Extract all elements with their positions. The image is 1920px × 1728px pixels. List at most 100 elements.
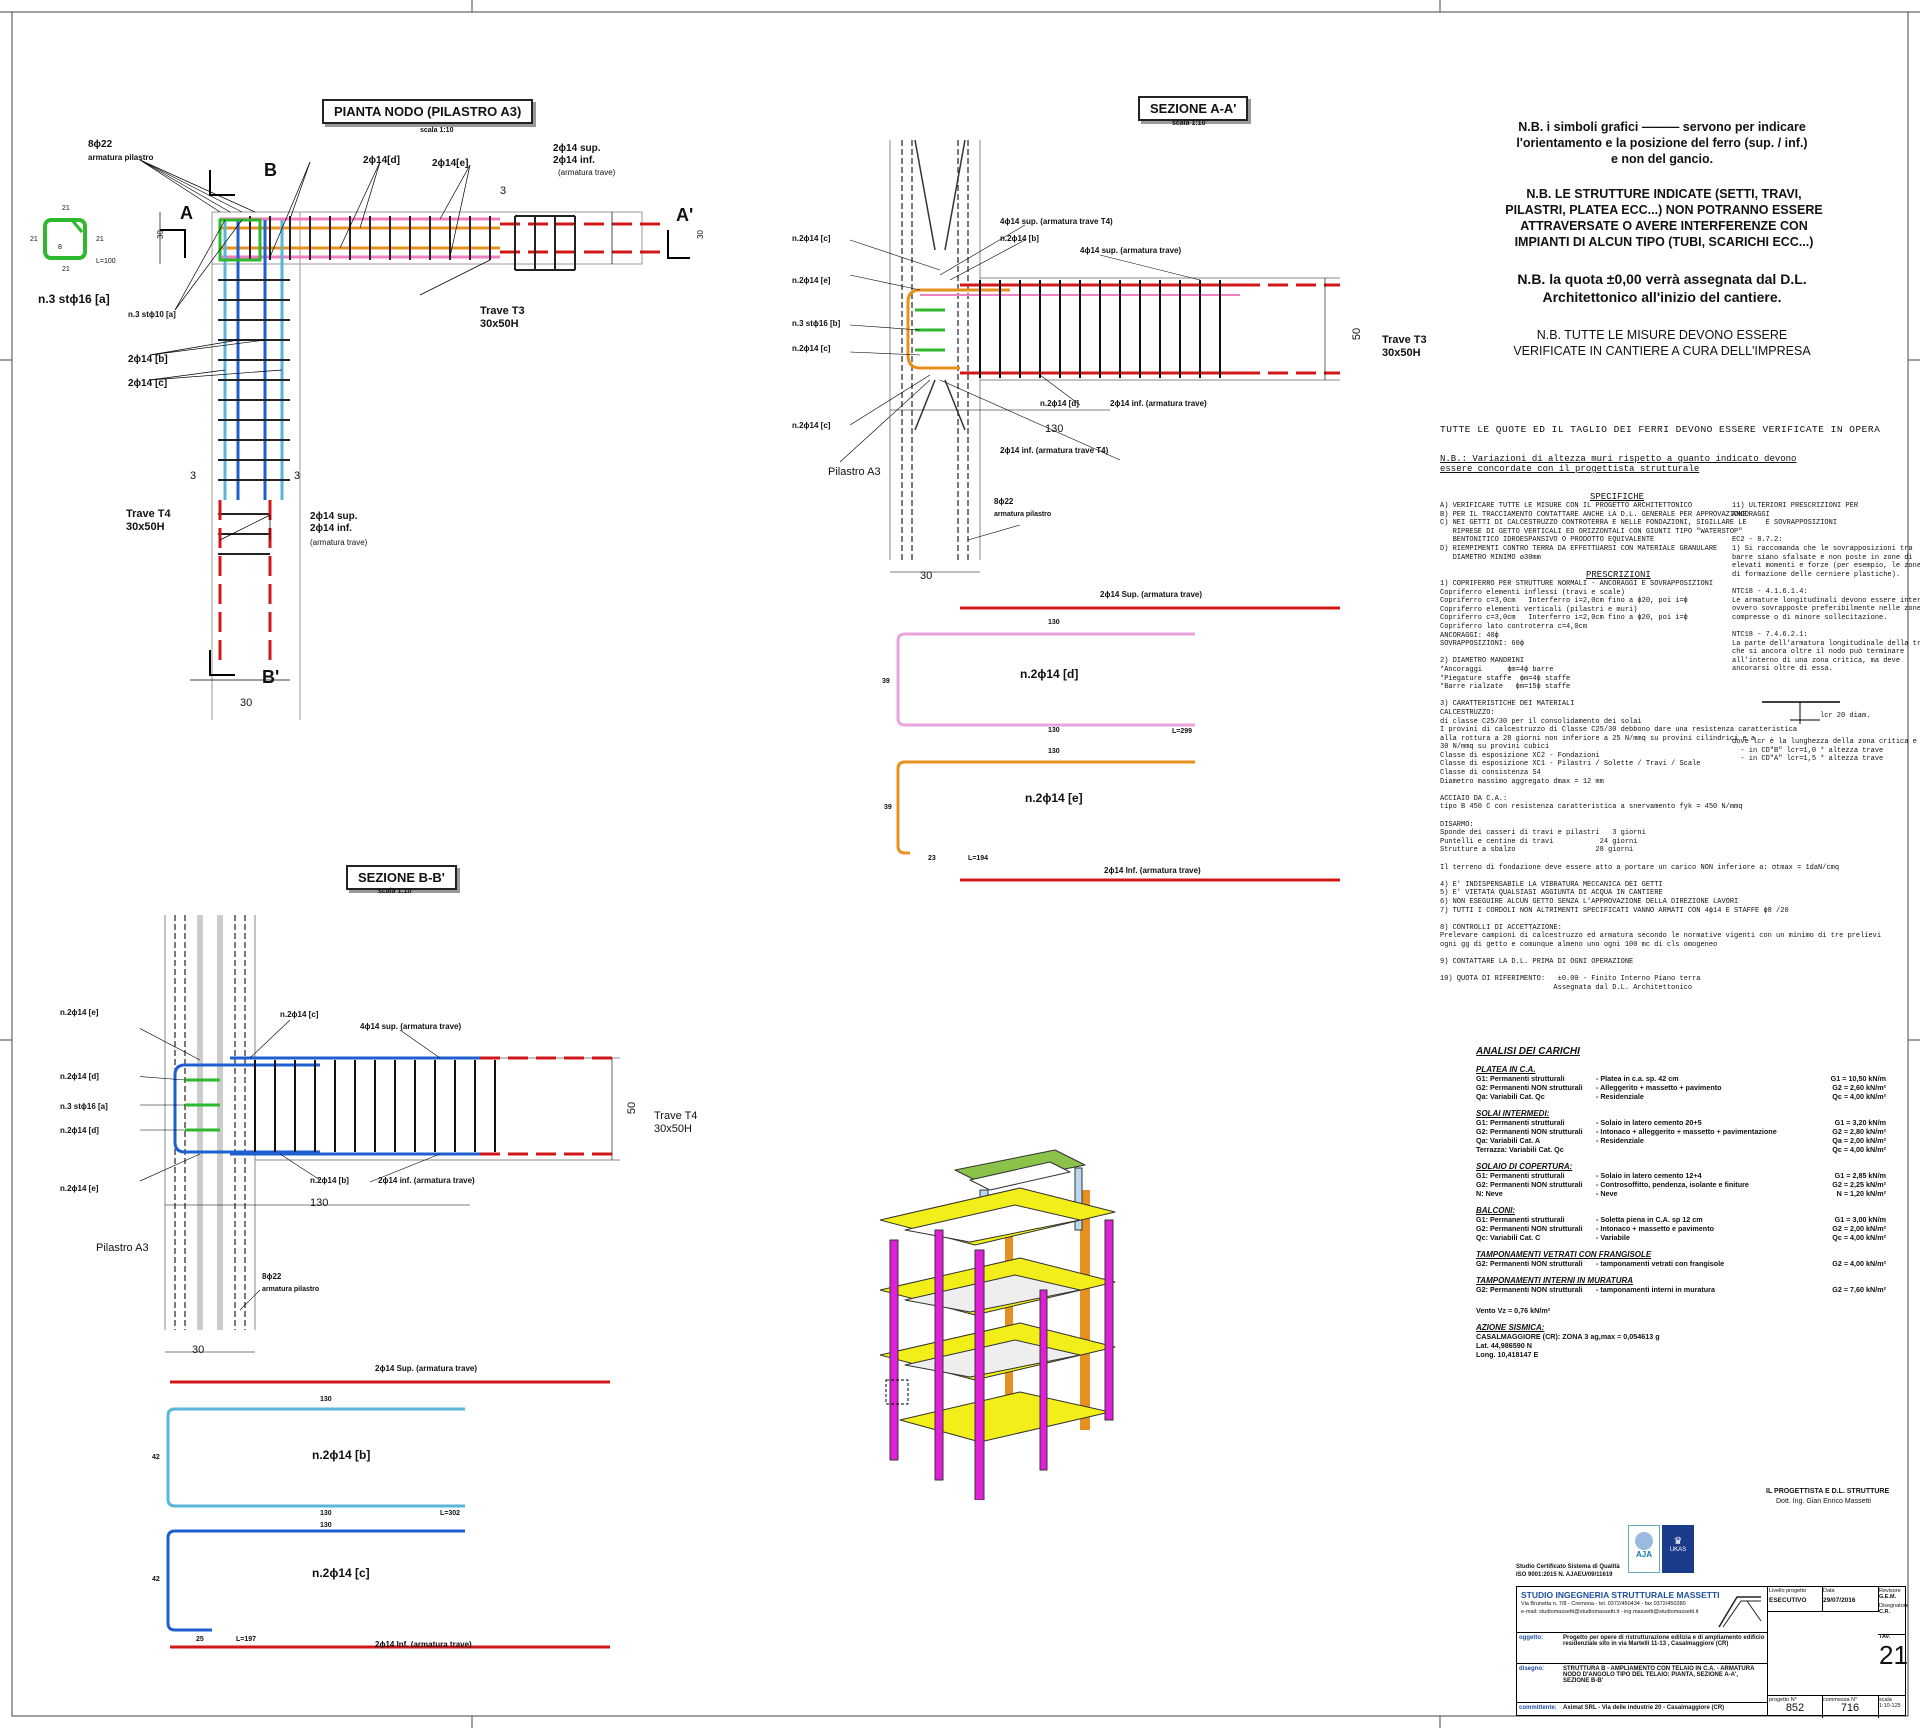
pianta-col-note: armatura pilastro: [88, 153, 154, 162]
pianta-b-mark: B: [264, 160, 277, 180]
pianta-dim3-top: 3: [500, 185, 507, 197]
sez-bb-drawing: [140, 915, 620, 1353]
loads-cell: - Intonaco + alleggerito + massetto + pa…: [1595, 1127, 1777, 1136]
loads-cell: - Alleggerito + massetto + pavimento: [1595, 1083, 1722, 1092]
stirrup-n-right: 21: [96, 236, 104, 243]
loads-section-heading: TAMPONAMENTI VETRATI CON FRANGISOLE: [1476, 1250, 1652, 1259]
aa-bar-d-130-top: 130: [1048, 619, 1060, 626]
aa-t4-sup: 4ϕ14 sup. (armatura trave T4): [1000, 217, 1113, 226]
loads-cell: G2 = 2,25 kN/m²: [1832, 1180, 1887, 1189]
aa-c1: n.2ϕ14 [c]: [792, 234, 831, 243]
pianta-a-mark: A: [180, 203, 193, 223]
tb-studio: STUDIO INGEGNERIA STRUTTURALE MASSETTI: [1521, 1590, 1720, 1600]
loads-cell: G2 = 2,00 kN/m²: [1832, 1224, 1887, 1233]
tb-email: e-mail: studiomassetti@studiomassetti.it…: [1521, 1609, 1699, 1615]
aa-col-note: armatura pilastro: [994, 511, 1052, 518]
bb-dim50: 50: [626, 1101, 639, 1115]
bb-bar-b-130-top: 130: [320, 1396, 332, 1403]
aa-dim130: 130: [1045, 423, 1064, 435]
loads-cell: - Intonaco + massetto e pavimento: [1595, 1224, 1714, 1233]
certif-line2: ISO 9001:2015 N. AJAEU/09/11619: [1516, 1572, 1613, 1578]
frame-3d-render: [880, 1149, 1116, 1500]
sez-aa-scale: scala 1:10: [1172, 120, 1206, 127]
tb-oggetto-h: oggetto:: [1519, 1635, 1543, 1641]
stirrup-n-left: 21: [30, 236, 38, 243]
loads-cell: - Solaio in latero cemento 12+4: [1595, 1171, 1702, 1180]
aa-trave: Trave T3: [1382, 334, 1427, 346]
certif-line1: Studio Certificato Sistema di Qualità: [1516, 1564, 1620, 1570]
aa-inf: 2ϕ14 inf. (armatura trave): [1110, 399, 1207, 408]
loads-cell: G2: Permanenti NON strutturali: [1476, 1259, 1583, 1268]
sez-aa-title: SEZIONE A-A': [1138, 96, 1249, 121]
aa-bar-d-130-bot: 130: [1048, 727, 1060, 734]
bb-t4-sup: 4ϕ14 sup. (armatura trave): [360, 1022, 462, 1031]
loads-title: ANALISI DEI CARICHI: [1476, 1046, 1580, 1057]
tb-disegnatore: C.R.: [1879, 1609, 1890, 1615]
loads-cell: G2 = 7,60 kN/m²: [1832, 1285, 1887, 1294]
pianta-t3-label: Trave T3: [480, 305, 525, 317]
loads-row: Terrazza: Variabili Cat. Qc Qc = 4,00 kN/…: [1476, 1145, 1886, 1154]
note-ulteriori: 11) ULTERIORI PRESCRIZIONI PER ANCORAGGI…: [1732, 502, 1920, 674]
loads-cell: G2 = 2,80 kN/m²: [1832, 1127, 1887, 1136]
aa-dim50: 50: [1351, 327, 1364, 341]
pianta-t4-sup: 2ϕ14 sup.: [310, 511, 358, 522]
tb-commessa: 716: [1840, 1702, 1860, 1714]
loads-cell: Terrazza: Variabili Cat. Qc: [1476, 1145, 1564, 1154]
loads-row: G1: Permanenti strutturali- Soletta pien…: [1476, 1215, 1886, 1224]
pianta-d-label: 2ϕ14[d]: [363, 155, 400, 166]
loads-cell: Qc = 4,00 kN/m²: [1832, 1145, 1887, 1154]
stirrup-n-bottom: 21: [62, 266, 70, 273]
lcr-detail: [1762, 701, 1840, 724]
pianta-a2-mark: A': [676, 205, 694, 225]
ukas-logo-text: UKAS: [1669, 1547, 1687, 1553]
bb-d1: n.2ϕ14 [d]: [60, 1072, 99, 1081]
bb-pilastro: Pilastro A3: [96, 1242, 149, 1254]
loads-vento: Vento Vz = 0,76 kN/m²: [1476, 1306, 1551, 1315]
loads-cell: - Platea in c.a. sp. 42 cm: [1595, 1074, 1679, 1083]
tb-scala: 1:10-125: [1879, 1703, 1901, 1709]
tb-disegno: STRUTTURA B - AMPLIAMENTO CON TELAIO IN …: [1563, 1666, 1755, 1684]
pianta-drawing: [43, 159, 690, 720]
loads-cell: G2: Permanenti NON strutturali: [1476, 1224, 1583, 1233]
loads-section-heading: SOLAI INTERMEDI:: [1476, 1109, 1550, 1118]
aa-c3: n.2ϕ14 [c]: [792, 421, 831, 430]
loads-cell: G1: Permanenti strutturali: [1476, 1118, 1565, 1127]
pianta-dim30-bottom: 30: [240, 697, 253, 709]
pianta-e-label: 2ϕ14[e]: [432, 158, 469, 169]
tb-commessa-h: commessa N°: [1823, 1697, 1858, 1703]
tb-committente-h: committente:: [1519, 1705, 1557, 1711]
tb-tav-h: TAV.: [1879, 1634, 1891, 1640]
aa-trave-dim: 30x50H: [1382, 347, 1421, 359]
tb-committente: Aximat SRL - Via delle industrie 20 - Ca…: [1563, 1705, 1725, 1711]
pianta-col-bars: 8ϕ22: [88, 139, 113, 150]
pianta-b-bars: 2ϕ14 [b]: [128, 354, 168, 365]
loads-row: G2: Permanenti NON strutturali- Allegger…: [1476, 1083, 1886, 1092]
bb-dim30: 30: [192, 1344, 205, 1356]
pianta-dim30-right: 30: [695, 230, 705, 239]
loads-sismica-h: AZIONE SISMICA:: [1476, 1323, 1545, 1332]
signature-line2: Dott. Ing. Gian Enrico Massetti: [1776, 1498, 1871, 1505]
tb-revisore: G.E.M.: [1879, 1594, 1897, 1600]
bb-bar-c-len: L=197: [236, 1636, 257, 1643]
loads-cell: G2: Permanenti NON strutturali: [1476, 1285, 1583, 1294]
loads-row: G1: Permanenti strutturali- Platea in c.…: [1476, 1074, 1886, 1083]
pianta-t3-dim: 30x50H: [480, 318, 519, 330]
loads-cell: G2 = 4,00 kN/m²: [1832, 1259, 1887, 1268]
bb-trave: Trave T4: [654, 1110, 698, 1122]
bb-dim130: 130: [310, 1197, 329, 1209]
pianta-scale: scala 1:10: [420, 127, 454, 134]
stirrup-side: 8: [58, 244, 62, 251]
stirrup-length: L=100: [96, 258, 116, 265]
aa-bar-d-39: 39: [882, 678, 890, 685]
pianta-t4-note: (armatura trave): [310, 538, 368, 547]
loads-lat: Lat. 44,986590 N: [1476, 1341, 1532, 1350]
aa-d: n.2ϕ14 [d]: [1040, 399, 1079, 408]
aa-pilastro: Pilastro A3: [828, 466, 881, 478]
bb-bar-c-25: 25: [196, 1636, 204, 1643]
loads-cell: - Solaio in latero cemento 20+5: [1595, 1118, 1702, 1127]
bb-bar-c-130: 130: [320, 1522, 332, 1529]
aa-bar-inf: 2ϕ14 Inf. (armatura trave): [1104, 866, 1201, 875]
